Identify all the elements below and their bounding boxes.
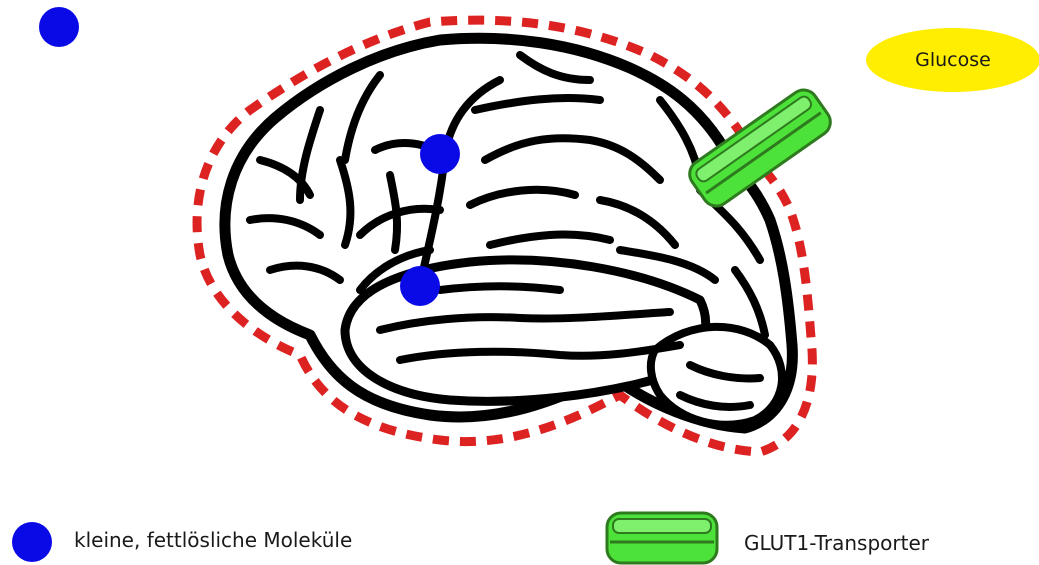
- molecule-outside: [39, 7, 79, 47]
- molecule-in-brain-lower: [400, 266, 440, 306]
- molecule-in-brain-upper: [420, 134, 460, 174]
- glucose-label: Glucose: [866, 28, 1039, 92]
- legend-molecule-label: kleine, fettlösliche Moleküle: [74, 528, 352, 552]
- legend-transporter-label: GLUT1-Transporter: [744, 531, 929, 555]
- legend-transporter-icon: [607, 513, 717, 563]
- legend-molecule-icon: [12, 522, 52, 562]
